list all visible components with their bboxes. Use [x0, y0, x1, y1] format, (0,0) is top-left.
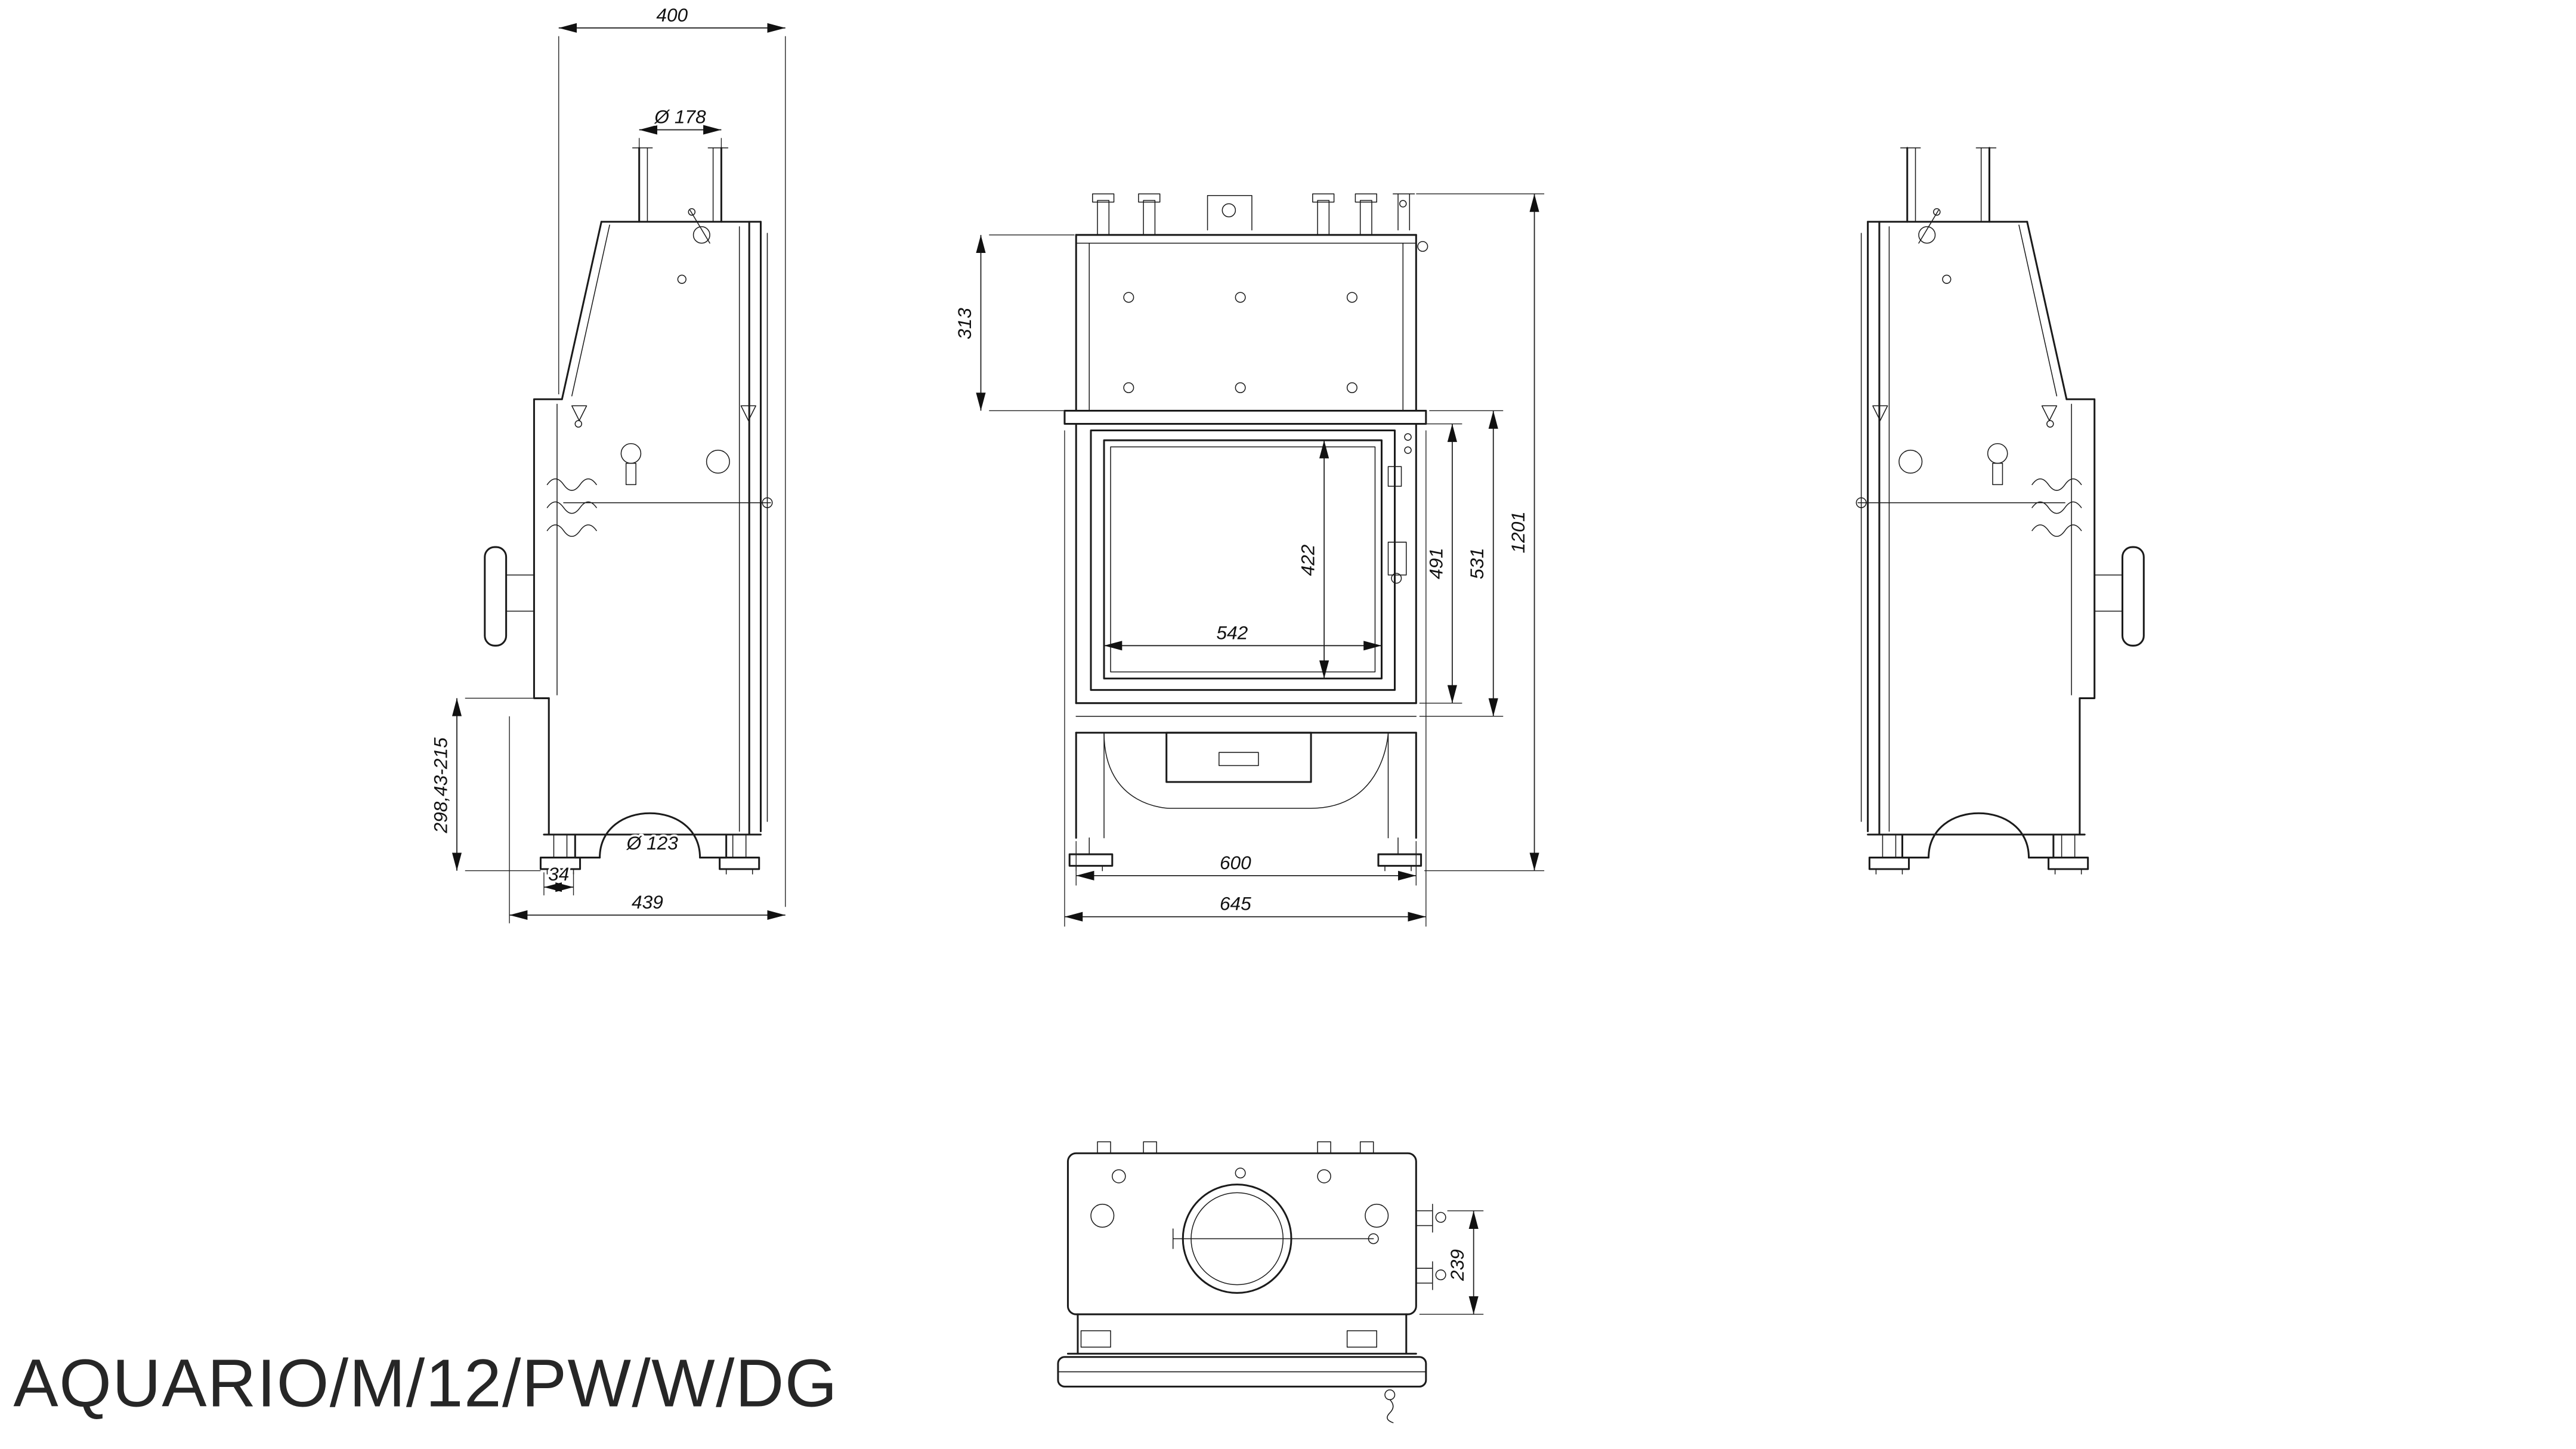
dim-depth: 439 — [632, 891, 663, 913]
dim-firebox-height: 491 — [1425, 548, 1446, 579]
dim-flue-diameter: Ø 178 — [654, 106, 706, 128]
dim-arch-diameter: Ø 123 — [626, 832, 679, 854]
left-side-view — [484, 147, 774, 875]
dim-height-range: 298,43-215 — [429, 737, 451, 834]
dim-glass-width: 542 — [1216, 622, 1248, 643]
dim-top-width: 400 — [656, 4, 688, 26]
front-view — [1063, 193, 1428, 872]
dim-top-section-height: 313 — [954, 308, 975, 339]
dim-body-width: 600 — [1220, 852, 1251, 873]
dimension-lines — [452, 23, 1545, 1315]
dim-total-width: 645 — [1220, 893, 1251, 914]
dim-foot-offset: 34 — [548, 863, 569, 885]
dimension-labels: 400 Ø 178 298,43-215 34 439 Ø 123 313 42… — [428, 2, 1530, 1283]
dim-top-depth: 239 — [1446, 1249, 1468, 1281]
dim-total-height: 1201 — [1507, 511, 1529, 553]
dim-body-height: 531 — [1466, 548, 1488, 579]
dim-glass-height: 422 — [1297, 544, 1319, 576]
right-side-view — [1855, 147, 2145, 875]
drawing-title: AQUARIO/M/12/PW/W/DG — [13, 1345, 838, 1420]
top-view — [1057, 1141, 1446, 1423]
